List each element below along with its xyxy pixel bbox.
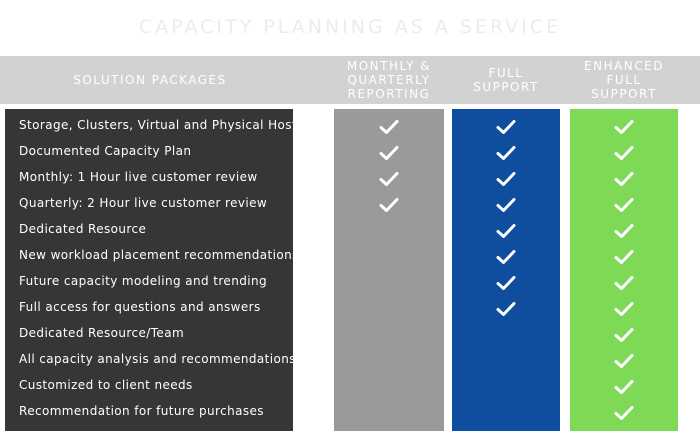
header-monthly-quarterly-reporting: MONTHLY & QUARTERLY REPORTING [334, 59, 444, 101]
header-full-support: FULL SUPPORT [452, 66, 560, 94]
feature-row: Monthly: 1 Hour live customer review [19, 170, 258, 184]
header-line: SUPPORT [591, 87, 657, 101]
column-monthly-quarterly-reporting [334, 109, 444, 431]
header-line: MONTHLY & [346, 59, 432, 73]
checkmark-icon [496, 223, 516, 239]
feature-row: Recommendation for future purchases [19, 404, 264, 418]
checkmark-icon [379, 197, 399, 213]
feature-row: All capacity analysis and recommendation… [19, 352, 296, 366]
header-line: ENHANCED [584, 59, 664, 73]
checkmark-icon [496, 249, 516, 265]
feature-row: Future capacity modeling and trending [19, 274, 267, 288]
feature-row: Documented Capacity Plan [19, 144, 192, 158]
checkmark-icon [614, 171, 634, 187]
header-enhanced-full-support: ENHANCED FULL SUPPORT [570, 59, 678, 101]
checkmark-icon [614, 119, 634, 135]
checkmark-icon [496, 145, 516, 161]
checkmark-icon [379, 119, 399, 135]
checkmark-icon [496, 197, 516, 213]
header-line: FULL [606, 73, 642, 87]
checkmark-icon [614, 301, 634, 317]
checkmark-icon [614, 197, 634, 213]
feature-row: Dedicated Resource/Team [19, 326, 185, 340]
checkmark-icon [614, 405, 634, 421]
checkmark-icon [614, 353, 634, 369]
checkmark-icon [614, 145, 634, 161]
header-solution-packages: SOLUTION PACKAGES [73, 73, 227, 87]
feature-row: Dedicated Resource [19, 222, 147, 236]
checkmark-icon [496, 301, 516, 317]
checkmark-icon [496, 171, 516, 187]
checkmark-icon [614, 275, 634, 291]
checkmark-icon [614, 379, 634, 395]
checkmark-icon [496, 119, 516, 135]
header-band [0, 56, 700, 104]
feature-row: Storage, Clusters, Virtual and Physical … [19, 118, 304, 132]
checkmark-icon [496, 275, 516, 291]
checkmark-icon [614, 327, 634, 343]
feature-row: New workload placement recommendations [19, 248, 299, 262]
header-line: FULL [488, 66, 524, 80]
checkmark-icon [614, 223, 634, 239]
header-line: SUPPORT [473, 80, 539, 94]
page-title: CAPACITY PLANNING AS A SERVICE [138, 16, 561, 38]
feature-row: Quarterly: 2 Hour live customer review [19, 196, 268, 210]
column-full-support [452, 109, 560, 431]
feature-row: Full access for questions and answers [19, 300, 261, 314]
header-line: QUARTERLY [347, 73, 431, 87]
column-enhanced-full-support [570, 109, 678, 431]
feature-row: Customized to client needs [19, 378, 193, 392]
features-panel: Storage, Clusters, Virtual and Physical … [5, 109, 303, 431]
checkmark-icon [614, 249, 634, 265]
checkmark-icon [379, 145, 399, 161]
checkmark-icon [379, 171, 399, 187]
header-line: REPORTING [347, 87, 431, 101]
